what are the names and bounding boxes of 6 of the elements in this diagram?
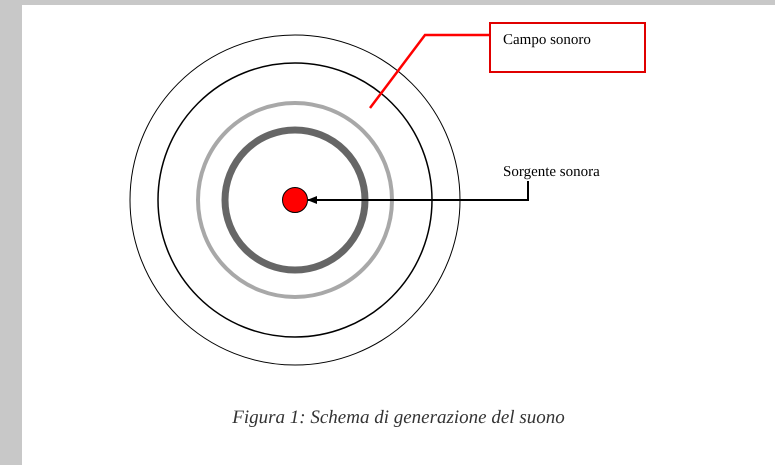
node-label: Sorgente sonora [503,164,600,181]
leader-line [369,34,489,109]
node-label: Campo sonoro [503,32,591,48]
figure-caption: Figura 1: Schema di generazione del suono [231,407,566,429]
label-box [489,22,646,73]
arrow [307,181,529,204]
